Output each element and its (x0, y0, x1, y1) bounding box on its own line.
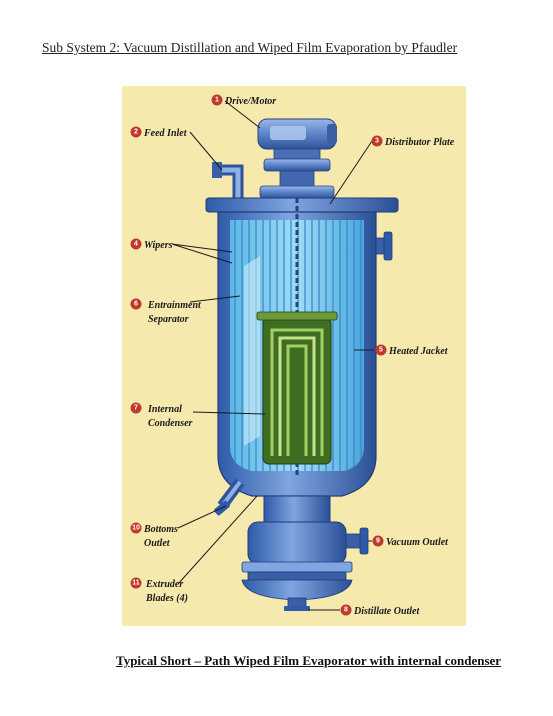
feed-inlet-pipe (212, 162, 244, 208)
evaporator-figure: 1 Drive/Motor 2 Feed Inlet 3 Distributor… (122, 86, 466, 626)
callout-number: 9 (376, 538, 380, 545)
callout-label-condenser: Condenser (148, 418, 193, 429)
callout-badge (375, 344, 387, 356)
evaporator-diagram: 1 Drive/Motor 2 Feed Inlet 3 Distributor… (122, 86, 466, 626)
callout-label-distillate-outlet: Distillate Outlet (353, 606, 421, 617)
callout-label-drive-motor: Drive/Motor (224, 96, 276, 107)
callout-number: 7 (134, 405, 138, 412)
callout-number: 2 (134, 129, 138, 136)
callout-number: 5 (379, 347, 383, 354)
callout-label-feed-inlet: Feed Inlet (143, 128, 188, 139)
callout-number: 4 (134, 241, 138, 248)
callout-badge (130, 298, 142, 310)
internal-condenser-illustration (256, 311, 338, 465)
callout-badge (211, 94, 223, 106)
figure-caption: Typical Short – Path Wiped Film Evaporat… (116, 653, 502, 668)
callout-label-separator: Separator (148, 314, 189, 325)
callout-badge (340, 604, 352, 616)
callout-number: 3 (375, 138, 379, 145)
callout-badge (130, 577, 142, 589)
callout-label-internal: Internal (147, 404, 182, 415)
callout-number: 6 (134, 301, 138, 308)
callout-label-bottoms: Bottoms (143, 524, 178, 535)
callout-label-entrainment: Entrainment (147, 300, 202, 311)
callout-label-heated-jacket: Heated Jacket (388, 346, 449, 357)
callout-number: 11 (132, 580, 140, 587)
callout-label-vacuum-outlet: Vacuum Outlet (386, 537, 449, 548)
callout-label-distributor-plate: Distributor Plate (384, 137, 455, 148)
callout-label-wipers: Wipers (144, 240, 173, 251)
callout-number: 8 (344, 607, 348, 614)
callout-label-outlet: Outlet (144, 538, 171, 549)
callout-badge (130, 402, 142, 414)
drive-motor-illustration (257, 118, 337, 199)
callout-number: 10 (132, 525, 140, 532)
page-heading: Sub System 2: Vacuum Distillation and Wi… (42, 40, 458, 55)
callout-label-blades: Blades (4) (145, 593, 188, 604)
leader-lines (171, 100, 374, 611)
callout-badge (130, 238, 142, 250)
callout-badge (371, 135, 383, 147)
callout-label-extruder: Extruder (145, 579, 183, 590)
callout-badge (372, 535, 384, 547)
top-flange (205, 197, 399, 213)
callout-number: 1 (215, 97, 219, 104)
callout-badge (130, 126, 142, 138)
callout-badge (130, 522, 142, 534)
